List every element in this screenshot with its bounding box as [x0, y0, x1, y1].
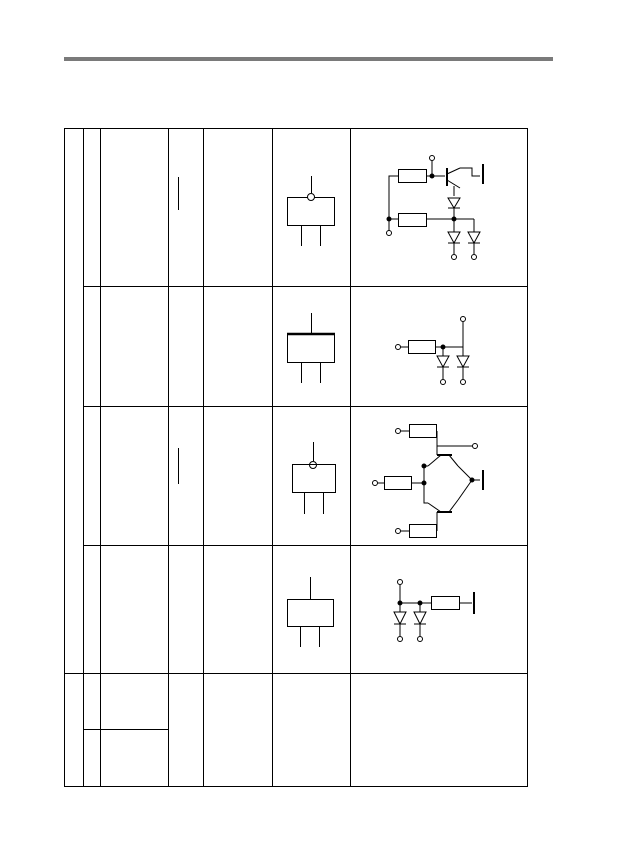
row2-figure — [287, 313, 335, 383]
row4-circuit — [393, 579, 475, 642]
row3-figure — [292, 442, 336, 514]
row3-circuit — [372, 424, 484, 538]
row1-circuit — [386, 155, 484, 260]
row4-figure — [287, 577, 334, 647]
row2-circuit — [395, 316, 470, 385]
row1-figure — [287, 176, 335, 246]
header-rule — [64, 57, 553, 61]
table-grid — [64, 128, 528, 787]
